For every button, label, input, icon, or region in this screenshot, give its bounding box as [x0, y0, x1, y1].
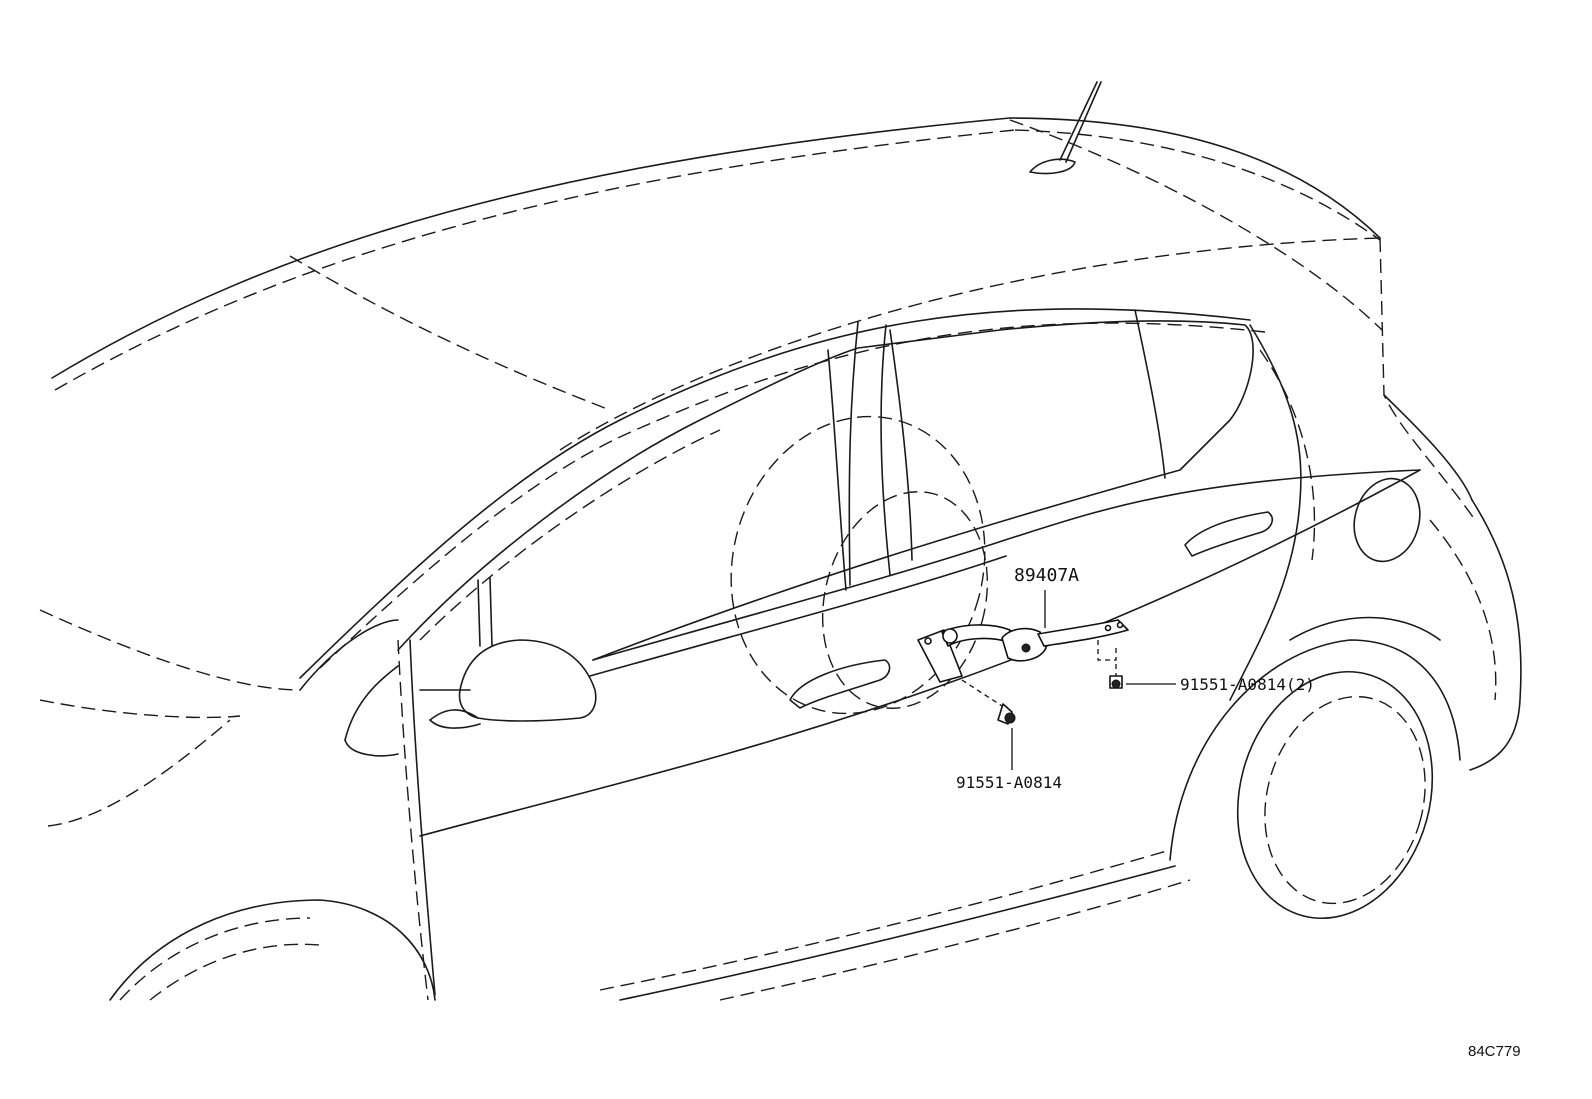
- vehicle-outline: [39, 81, 1522, 1001]
- label-bolt-single: 91551-A0814: [956, 773, 1062, 792]
- figure-code: 84C779: [1468, 1043, 1521, 1060]
- callout-leaders: [1011, 590, 1176, 770]
- label-sensor-part: 89407A: [1014, 565, 1079, 586]
- label-bolt-double: 91551-A0814(2): [1180, 675, 1315, 694]
- bolt-double: [1097, 640, 1123, 689]
- height-sensor-assembly: [917, 619, 1129, 683]
- bolt-single: [961, 679, 1016, 725]
